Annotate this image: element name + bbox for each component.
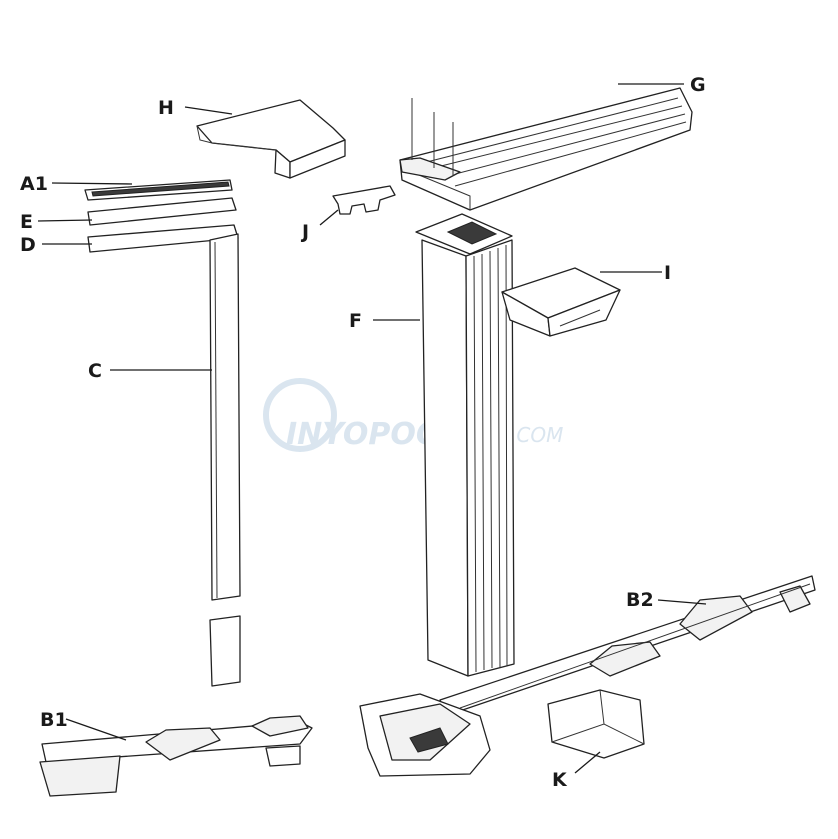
label-d: D [20, 234, 36, 256]
label-a1: A1 [20, 173, 48, 195]
part-a1-top-rail-connector [84, 179, 233, 201]
leader-k [574, 751, 601, 774]
label-j: J [300, 221, 309, 243]
label-e: E [20, 211, 33, 233]
leader-b2 [657, 599, 707, 605]
part-g-top-rail [399, 87, 693, 211]
part-e-stabilizer [87, 197, 237, 226]
label-g: G [690, 74, 706, 96]
label-f: F [349, 310, 362, 332]
part-c-uprights-cover [209, 233, 241, 687]
watermark: INYOPOOLS .COM [263, 378, 563, 452]
part-b1-bottom-rail [39, 715, 313, 797]
part-j-clip [332, 185, 396, 215]
label-b1: B1 [40, 709, 68, 731]
watermark-suffix: .COM [510, 423, 563, 447]
label-b2: B2 [626, 589, 654, 611]
leader-b1 [65, 718, 127, 741]
leader-a1 [51, 182, 133, 185]
label-i: I [664, 262, 671, 284]
part-b2-bottom-rail [439, 575, 816, 717]
watermark-logo-icon [263, 378, 337, 452]
part-k-bottom-shoe [547, 689, 645, 759]
part-i-bottom-plate [501, 267, 621, 337]
part-h-top-cap [196, 99, 346, 179]
leader-j [319, 209, 339, 226]
part-f-upright [415, 213, 515, 677]
leader-h [184, 106, 233, 115]
leader-e [37, 219, 93, 222]
label-c: C [88, 360, 102, 382]
label-k: K [552, 769, 568, 791]
bottom-plate-under-upright [359, 693, 491, 777]
label-h: H [158, 97, 174, 119]
